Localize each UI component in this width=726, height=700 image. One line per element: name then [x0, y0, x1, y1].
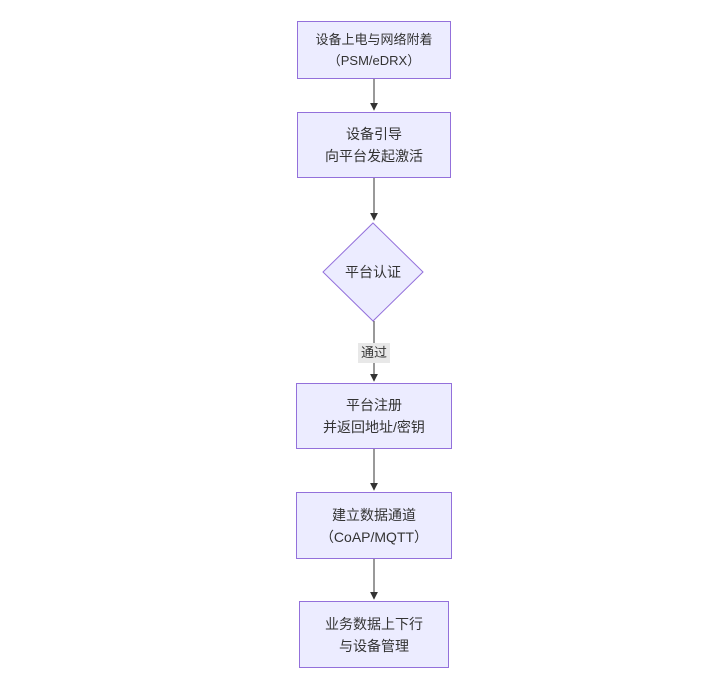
node-business-data-line2: 与设备管理	[339, 637, 409, 654]
node-power-attach: 设备上电与网络附着 （PSM/eDRX）	[297, 21, 451, 79]
edge-label-pass: 通过	[357, 343, 391, 363]
node-platform-auth: 平台认证	[323, 222, 423, 322]
node-bootstrap: 设备引导 向平台发起激活	[297, 112, 451, 178]
node-register-line1: 平台注册	[346, 397, 402, 413]
node-register: 平台注册 并返回地址/密钥	[296, 383, 452, 449]
node-business-data: 业务数据上下行 与设备管理	[299, 601, 449, 668]
node-data-channel-line2: （CoAP/MQTT）	[319, 528, 429, 545]
node-platform-auth-line1: 平台认证	[345, 264, 401, 280]
node-business-data-line1: 业务数据上下行	[325, 615, 423, 632]
node-bootstrap-line1: 设备引导	[346, 126, 402, 142]
node-register-line2: 并返回地址/密钥	[323, 419, 425, 435]
node-data-channel: 建立数据通道 （CoAP/MQTT）	[296, 492, 452, 559]
node-bootstrap-line2: 向平台发起激活	[325, 148, 423, 164]
node-power-attach-line1: 设备上电与网络附着	[315, 32, 433, 47]
node-power-attach-line2: （PSM/eDRX）	[327, 53, 421, 68]
node-data-channel-line1: 建立数据通道	[332, 506, 416, 523]
decision-diamond-shape	[322, 222, 424, 322]
